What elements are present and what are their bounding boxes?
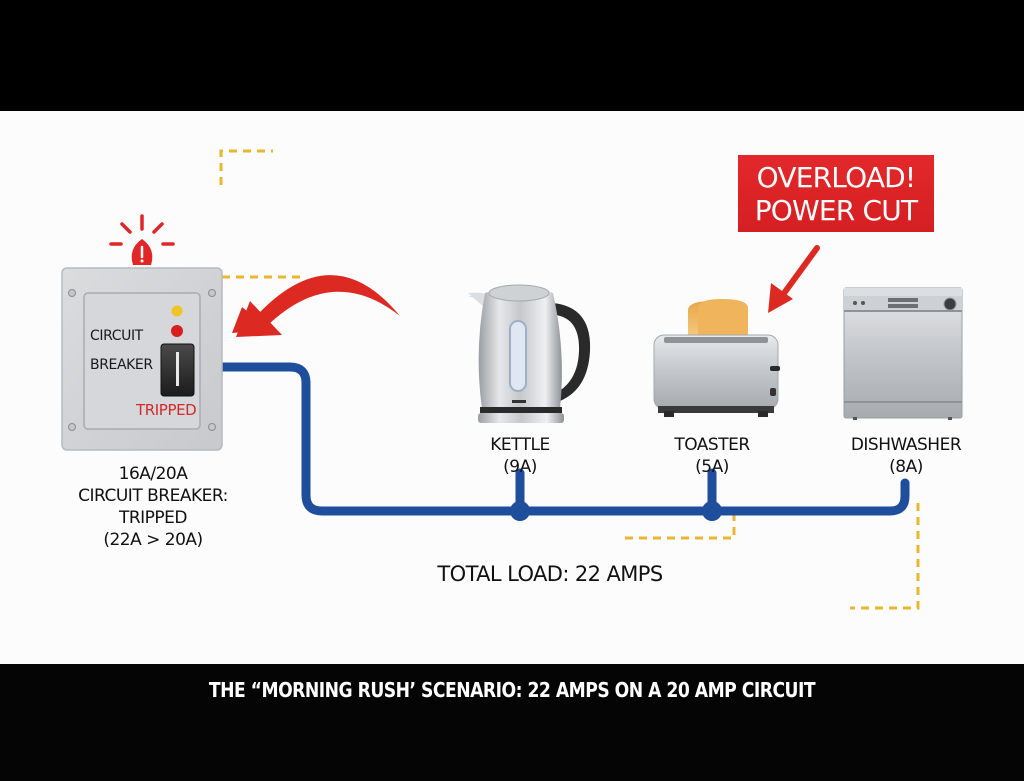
breaker-panel-label-line2: BREAKER [90,357,153,373]
indicator-light-red [171,325,183,337]
dishwasher-image [843,287,963,420]
overload-alert-banner: OVERLOAD! POWER CUT [738,155,934,232]
toaster-junction [702,501,722,521]
kettle-image [468,284,591,423]
appliance-name: TOASTER [674,435,750,455]
dashed-guides [219,149,920,610]
top-letterbox-band [0,0,1024,111]
breaker-caption-status: TRIPPED [118,508,188,528]
dashed-guide-toaster [620,513,736,540]
appliance-label-dishwasher: DISHWASHER (8A) [826,434,986,478]
curved-red-arrow-icon [232,275,400,337]
appliance-label-toaster: TOASTER (5A) [642,434,782,478]
appliance-current: (5A) [695,457,729,477]
warning-bulb-icon [109,214,175,265]
scenario-caption: THE “MORNING RUSH’ SCENARIO: 22 AMPS ON … [208,678,816,702]
breaker-caption: 16A/20A CIRCUIT BREAKER: TRIPPED (22A > … [38,463,268,551]
circuit-breaker-box [61,267,223,451]
diagram-canvas: CIRCUIT BREAKER TRIPPED 16A/20A CIRCUIT … [0,111,1024,664]
total-load-label: TOTAL LOAD: 22 AMPS [437,562,663,586]
toaster-image [653,299,780,417]
dashed-guide-top-left [219,149,273,185]
caption-band: THE “MORNING RUSH’ SCENARIO: 22 AMPS ON … [0,664,1024,781]
screw-icon [208,289,216,297]
straight-red-arrow-icon [768,245,820,313]
screw-icon [68,289,76,297]
breaker-caption-comparison: (22A > 20A) [103,530,203,550]
kettle-junction [510,501,530,521]
screw-icon [68,423,76,431]
diagram-graphics [61,149,963,610]
appliance-label-kettle: KETTLE (9A) [450,434,590,478]
breaker-panel-label-line1: CIRCUIT [90,328,143,344]
appliance-current: (8A) [889,457,923,477]
indicator-light-yellow [171,305,183,317]
overload-alert-line2: POWER CUT [754,194,918,227]
overload-alert-line1: OVERLOAD! [756,161,917,194]
breaker-caption-title: CIRCUIT BREAKER: [78,486,228,506]
appliance-name: KETTLE [490,435,550,455]
breaker-tripped-status: TRIPPED [136,401,197,419]
appliance-current: (9A) [503,457,537,477]
breaker-caption-rating: 16A/20A [118,464,188,484]
dashed-guide-dishwasher [850,503,920,610]
appliance-name: DISHWASHER [850,435,962,455]
screw-icon [208,423,216,431]
